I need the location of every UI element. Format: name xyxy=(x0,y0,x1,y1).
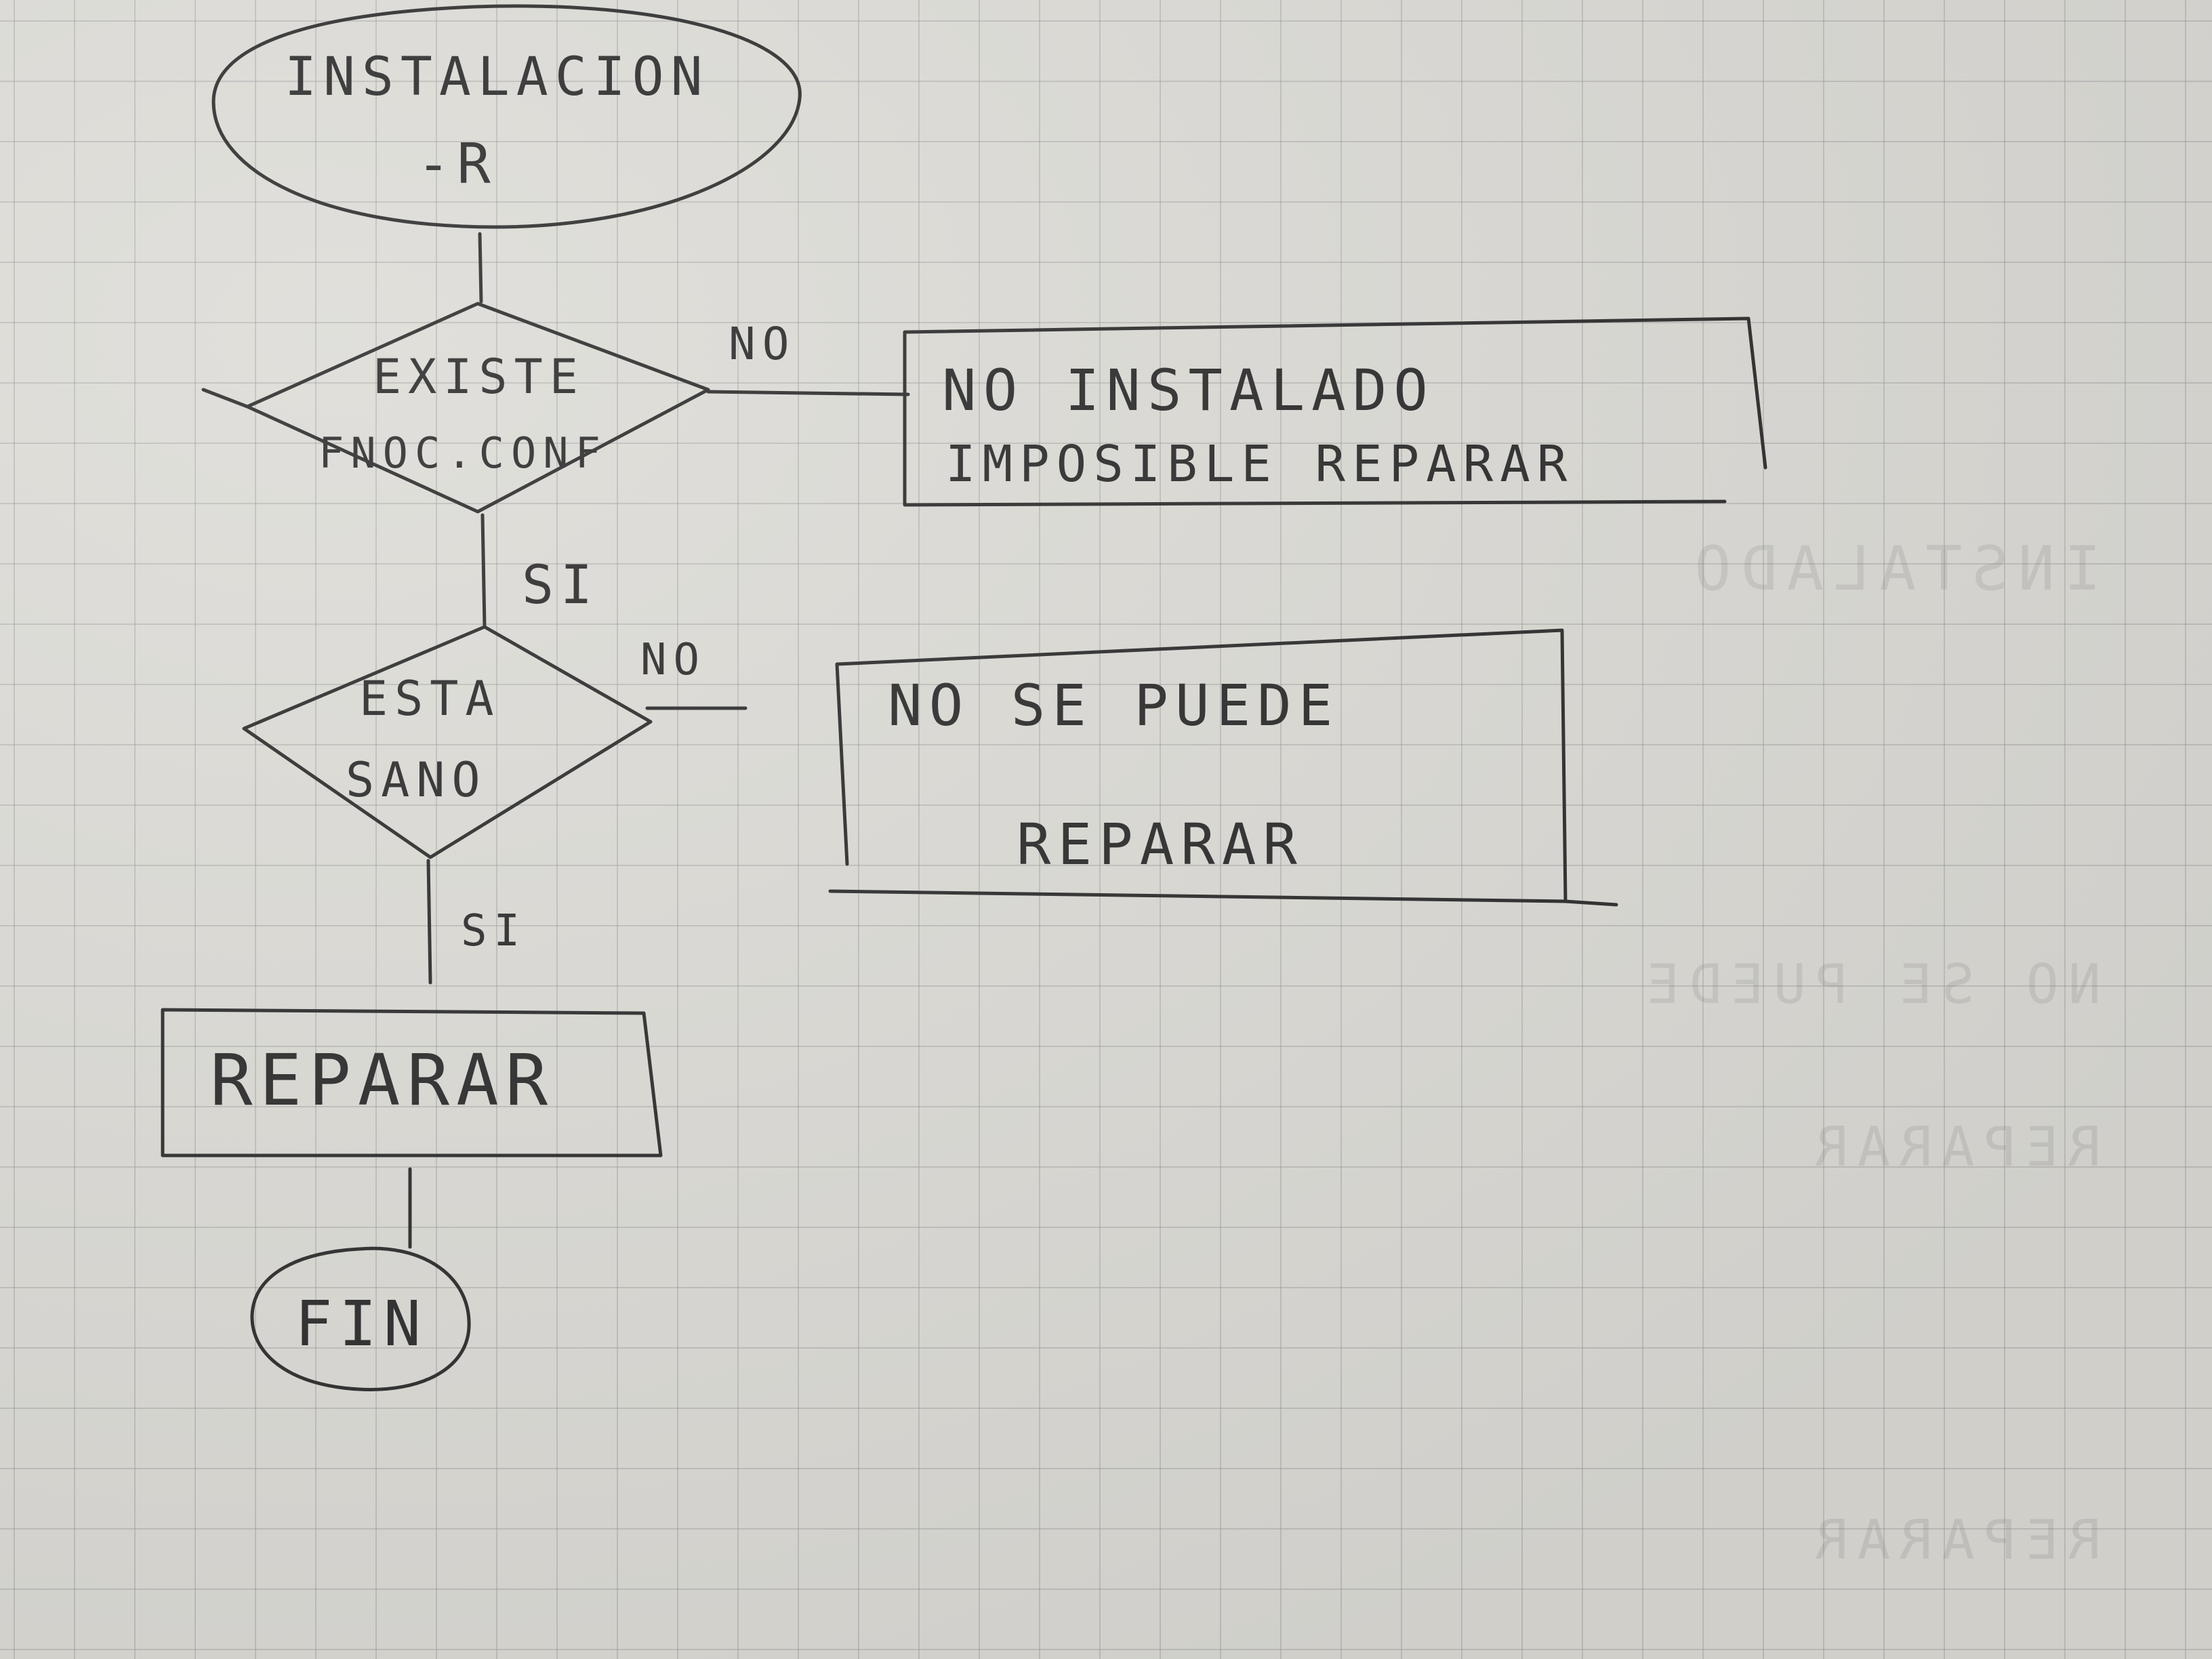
edge-label-d1-no: NO xyxy=(729,318,796,370)
decision2-shape xyxy=(242,625,653,859)
svg-text:INSTALADO: INSTALADO xyxy=(1685,533,2101,605)
box1-not-installed: NO INSTALADO IMPOSIBLE REPARAR xyxy=(903,316,1767,507)
end-label: FIN xyxy=(295,1288,428,1360)
edge-label-d2-si: SI xyxy=(461,906,527,956)
box2-label-line1: NO SE PUEDE xyxy=(888,672,1339,739)
decision1-shape xyxy=(201,302,710,514)
box1-label-line1: NO INSTALADO xyxy=(942,357,1435,424)
box2-cannot-repair: NO SE PUEDE REPARAR xyxy=(828,628,1618,907)
decision1-diamond: EXISTE FNOC.CONF xyxy=(201,302,710,514)
box2-label-line2: REPARAR xyxy=(1017,811,1304,878)
decision1-label-line1: EXISTE xyxy=(373,349,585,405)
end-terminator: FIN xyxy=(250,1246,471,1391)
start-ellipse xyxy=(211,4,802,229)
process-shape xyxy=(161,1008,663,1158)
end-ellipse xyxy=(250,1246,471,1391)
start-terminator: INSTALACION -R xyxy=(211,4,802,229)
connector-start-to-decision1 xyxy=(478,232,483,304)
decision2-label-line2: SANO xyxy=(346,752,487,808)
decision1-label-line2: FNOC.CONF xyxy=(319,428,607,478)
connector-decision1-no xyxy=(706,390,910,396)
process-label: REPARAR xyxy=(210,1039,554,1122)
start-label-line2: -R xyxy=(417,132,497,197)
start-label-line1: INSTALACION xyxy=(285,47,710,108)
process-repair-box: REPARAR xyxy=(161,1008,663,1158)
connector-decision1-to-decision2 xyxy=(480,513,487,629)
decision2-diamond: ESTA SANO xyxy=(242,625,653,859)
decision2-label-line1: ESTA xyxy=(359,671,501,726)
box1-shape xyxy=(903,316,1767,507)
connector-decision2-to-process xyxy=(426,859,432,985)
svg-text:REPARAR: REPARAR xyxy=(1806,1115,2101,1179)
edge-label-d2-no: NO xyxy=(640,635,706,685)
svg-text:NO SE PUEDE: NO SE PUEDE xyxy=(1637,953,2101,1016)
bleed-through-marks: INSTALADO NO SE PUEDE REPARAR REPARAR xyxy=(1637,533,2101,1572)
edge-label-d1-si: SI xyxy=(522,555,599,616)
box2-shape xyxy=(828,628,1618,907)
box1-label-line2: IMPOSIBLE REPARAR xyxy=(945,435,1574,493)
svg-text:REPARAR: REPARAR xyxy=(1806,1509,2101,1572)
